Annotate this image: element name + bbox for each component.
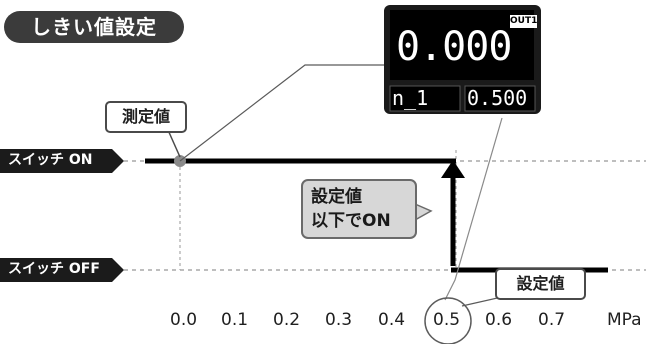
setting-value-callout: 設定値 — [495, 268, 586, 300]
axis-tick-0-7: 0.7 — [538, 310, 566, 330]
threshold-note-line1: 設定値 — [311, 187, 362, 207]
highlight-circle — [424, 297, 472, 344]
channel-label: OUT1 — [510, 16, 538, 26]
axis-tick-0-2: 0.2 — [273, 310, 301, 330]
mode-display: n_1 — [392, 86, 429, 110]
axis-unit: MPa — [607, 310, 642, 330]
sub-value-pointer-line — [444, 117, 503, 301]
switch-on-tag-shape — [0, 149, 124, 173]
axis-tick-0-6: 0.6 — [485, 310, 513, 330]
sub-display-screen — [464, 85, 536, 112]
axis-tick-0-0: 0.0 — [170, 310, 198, 330]
channel-label-bg — [510, 15, 537, 28]
switch-on-label: スイッチ ON — [8, 152, 93, 168]
measured-callout-leader — [167, 129, 181, 158]
main-value-pointer-line — [179, 64, 384, 162]
threshold-note-callout: 設定値 以下でON — [301, 179, 417, 239]
transition-arrow-head — [441, 160, 465, 178]
main-value-display: 0.000 — [396, 24, 512, 70]
threshold-note-callout-tail — [414, 202, 433, 222]
mode-display-screen — [389, 85, 461, 112]
threshold-note-line2: 以下でON — [311, 211, 391, 231]
sub-value-display: 0.500 — [467, 86, 528, 110]
axis-tick-0-5: 0.5 — [433, 310, 461, 330]
axis-tick-0-1: 0.1 — [221, 310, 249, 330]
page-title: しきい値設定 — [4, 11, 184, 43]
axis-tick-0-3: 0.3 — [325, 310, 353, 330]
switch-off-label: スイッチ OFF — [8, 261, 100, 277]
switch-off-tag-shape — [0, 258, 124, 282]
axis-tick-0-4: 0.4 — [378, 310, 406, 330]
measured-value-callout: 測定値 — [105, 101, 187, 133]
